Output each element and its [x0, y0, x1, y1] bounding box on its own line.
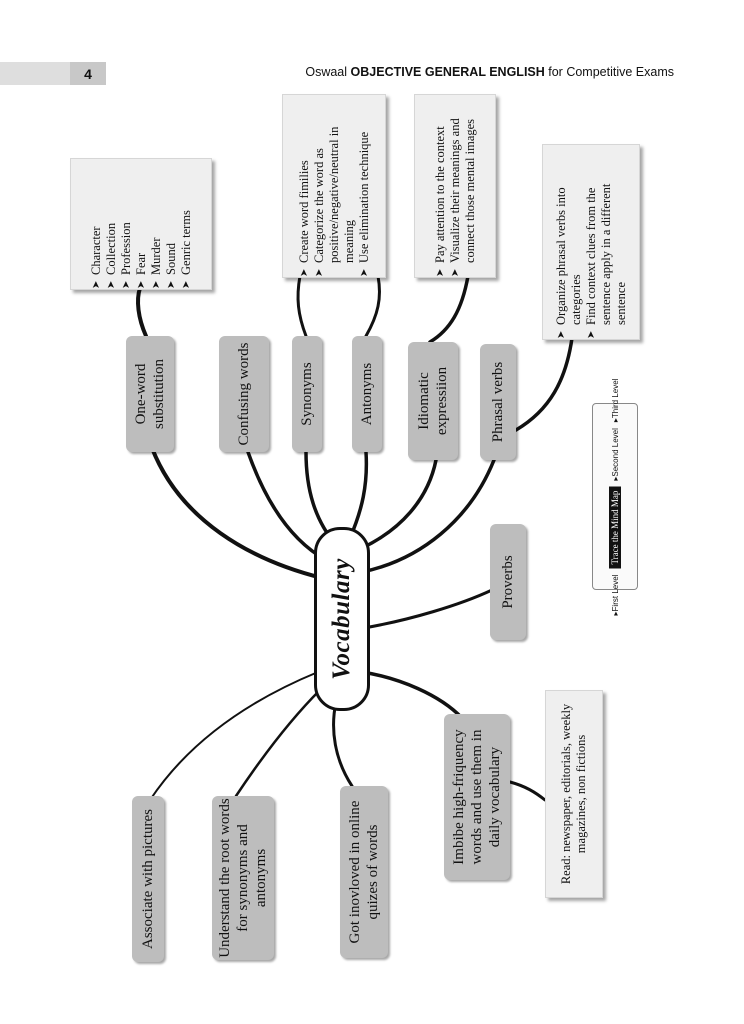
note-item: Organize phrasal verbs into categories: [554, 145, 584, 339]
legend-third-level: Third Level: [611, 378, 620, 422]
note-item: Collection: [104, 159, 119, 289]
note-read-list: Read: newspaper, editorials, weekly maga…: [545, 690, 603, 898]
note-item: Genric terms: [179, 159, 194, 289]
link-phrasal: [360, 458, 496, 574]
node-imbibe-high-frequency: Imbibe high-friquency words and use them…: [444, 714, 510, 880]
link-phrasal-note: [514, 336, 574, 432]
link-pictures: [149, 671, 319, 801]
link-synonyms-note-2: [364, 274, 381, 338]
node-synonyms: Synonyms: [292, 336, 322, 452]
note-item: Character: [89, 159, 104, 289]
node-label: Antonyms: [359, 362, 375, 426]
node-antonyms: Antonyms: [352, 336, 382, 452]
link-imbibe-note: [508, 780, 547, 802]
link-one-word-note: [136, 286, 148, 338]
book-title: OBJECTIVE GENERAL ENGLISH: [350, 65, 545, 79]
note-text: Read: newspaper, editorials, weekly maga…: [559, 703, 588, 885]
node-one-word-substitution: One-word substitution: [126, 336, 174, 452]
note-item: Murder: [149, 159, 164, 289]
link-proverbs: [362, 588, 494, 630]
note-item: Use elimination technique: [357, 95, 372, 277]
link-imbibe: [360, 670, 464, 720]
node-label: Understand the root words for synonyms a…: [217, 798, 269, 958]
node-label: Got inovloved in online quizes of words: [347, 800, 381, 944]
note-idiomatic-list: Pay attention to the context Visualize t…: [414, 94, 496, 278]
note-item: Find context clues from the sentence app…: [584, 145, 629, 339]
note-item: Pay attention to the context: [433, 95, 448, 277]
note-phrasal-list: Organize phrasal verbs into categories F…: [542, 144, 640, 340]
note-synonyms-list: Create word fimilies Categorize the word…: [282, 94, 386, 278]
note-item: Categorize the word as positive/negative…: [312, 95, 357, 277]
note-item: Profession: [119, 159, 134, 289]
note-item: Create word fimilies: [297, 95, 312, 277]
link-idiomatic: [360, 458, 438, 550]
node-label: One-word substitution: [133, 359, 167, 430]
link-online: [332, 700, 354, 788]
node-label: Proverbs: [500, 555, 516, 609]
book-subtitle: for Competitive Exams: [544, 65, 674, 79]
node-label: Phrasal verbs: [490, 361, 506, 443]
node-root-words: Understand the root words for synonyms a…: [212, 796, 274, 960]
node-label: Associate with pictures: [140, 809, 156, 949]
legend-title: Trace the Mind Map: [609, 486, 621, 569]
node-idiomatic-expression: Idiomatic expressiion: [408, 342, 458, 460]
link-one-word: [150, 446, 324, 580]
header-bar: [0, 62, 70, 85]
node-phrasal-verbs: Phrasal verbs: [480, 344, 516, 460]
node-label: Synonyms: [299, 362, 315, 426]
node-label: Imbibe high-friquency words and use them…: [451, 729, 503, 865]
node-proverbs: Proverbs: [490, 524, 526, 640]
link-antonyms: [348, 450, 369, 540]
node-online-quizzes: Got inovloved in online quizes of words: [340, 786, 388, 958]
legend-second-level: Second Level: [611, 428, 620, 481]
trace-mind-map-legend: First Level Trace the Mind Map Second Le…: [592, 378, 638, 611]
center-node-vocabulary: Vocabulary: [314, 527, 370, 711]
link-synonyms-note: [296, 274, 308, 338]
node-label: Idiomatic expressiion: [416, 366, 450, 436]
node-confusing-words: Confusing words: [219, 336, 269, 452]
brand-name: Oswaal: [305, 65, 348, 79]
note-item: Visualize their meanings and connect tho…: [448, 95, 478, 277]
note-item: Fear: [134, 159, 149, 289]
link-idiomatic-note: [428, 274, 470, 344]
legend-first-level: First Level: [611, 574, 620, 615]
link-root: [234, 688, 322, 798]
note-one-word-list: Character Collection Profession Fear Mur…: [70, 158, 212, 290]
node-associate-pictures: Associate with pictures: [132, 796, 164, 962]
running-header: Oswaal OBJECTIVE GENERAL ENGLISH for Com…: [305, 65, 674, 79]
center-label: Vocabulary: [328, 558, 355, 680]
note-item: Sound: [164, 159, 179, 289]
page-number: 4: [70, 62, 106, 85]
node-label: Confusing words: [236, 342, 252, 446]
